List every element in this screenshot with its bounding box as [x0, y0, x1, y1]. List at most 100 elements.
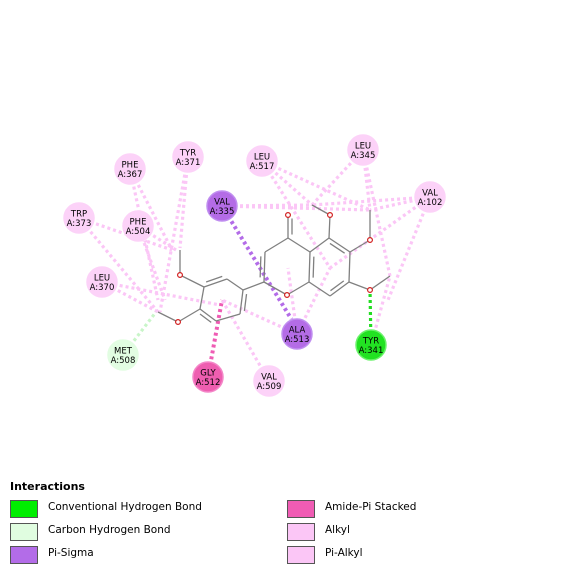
residue-circle	[347, 134, 379, 166]
interaction-diagram: PHEA:367TYRA:371LEUA:517LEUA:345VALA:102…	[62, 133, 447, 398]
ligand-bond	[179, 274, 205, 288]
legend-label: Pi-Alkyl	[325, 547, 363, 559]
residue-circle	[355, 329, 387, 361]
residue-name: MET	[114, 347, 133, 357]
interaction-line-leu370	[101, 280, 221, 307]
residue-name: TYR	[179, 149, 196, 159]
residue-number: A:370	[90, 283, 115, 293]
residue-circle	[122, 210, 154, 242]
interaction-line-val102	[369, 195, 431, 212]
residue-circle	[107, 339, 139, 371]
ligand-double-bond	[199, 313, 212, 323]
interaction-line-val509	[220, 299, 271, 382]
residue-number: A:517	[250, 162, 275, 172]
ligand-bond	[264, 237, 289, 253]
ligand-bond	[329, 281, 350, 297]
ligand-bond	[177, 308, 201, 323]
residue-name: PHE	[122, 161, 139, 171]
legend-label: Alkyl	[325, 524, 350, 536]
ligand-bond	[199, 308, 217, 322]
residue-number: A:102	[418, 198, 443, 208]
interaction-line-val102	[311, 195, 431, 207]
oxygen-atom	[327, 212, 334, 219]
oxygen-atom	[175, 319, 182, 326]
residue-circle	[114, 153, 146, 185]
legend-swatch	[10, 546, 38, 564]
residue-name: PHE	[130, 218, 147, 228]
ligand-bond	[328, 237, 351, 253]
legend-title: Interactions	[10, 480, 85, 493]
ligand-bond	[239, 289, 244, 315]
interaction-line-val335	[221, 204, 371, 212]
residue-name: VAL	[214, 198, 230, 208]
legend-swatch	[287, 546, 315, 564]
residue-number: A:373	[67, 219, 92, 229]
ligand-double-bond	[243, 294, 248, 311]
interaction-line-ala513	[286, 267, 299, 335]
residue-number: A:345	[351, 151, 376, 161]
ligand-bond	[309, 237, 330, 253]
ligand-bond	[157, 311, 179, 323]
interaction-line-val102	[329, 195, 431, 270]
residue-circle	[206, 190, 238, 222]
ligand-double-bond	[329, 242, 345, 254]
interaction-line-leu345	[361, 149, 392, 277]
ligand-bond	[215, 313, 241, 322]
legend-label: Carbon Hydrogen Bond	[48, 524, 171, 536]
oxygen-atom	[285, 212, 292, 219]
ligand-bond	[263, 251, 266, 283]
residue-circle	[192, 361, 224, 393]
legend-label: Pi-Sigma	[48, 547, 94, 559]
residue-name: ALA	[289, 326, 306, 336]
residue-nodes: PHEA:367TYRA:371LEUA:517LEUA:345VALA:102…	[62, 133, 447, 398]
legend-swatch	[287, 523, 315, 541]
residue-name: GLY	[200, 369, 216, 379]
interaction-line-trp373	[77, 216, 160, 314]
ligand-double-bond	[205, 275, 223, 283]
ligand-double-bond	[330, 280, 345, 292]
ligand-double-bond	[312, 256, 315, 278]
ligand-bond	[348, 281, 371, 291]
residue-circle	[172, 141, 204, 173]
residue-number: A:508	[111, 356, 136, 366]
residue-name: VAL	[261, 373, 277, 383]
interaction-line-val102	[386, 196, 432, 301]
ligand-structure	[157, 204, 391, 326]
legend-swatch	[287, 500, 315, 518]
ligand-bond	[199, 286, 205, 310]
residue-name: LEU	[355, 142, 371, 152]
residue-number: A:504	[126, 227, 151, 237]
ligand-bond	[311, 204, 331, 216]
interaction-line-leu517	[260, 159, 314, 207]
ligand-bond	[328, 214, 331, 239]
residue-circle	[63, 202, 95, 234]
residue-number: A:341	[359, 346, 384, 356]
interaction-line-tyr371	[158, 156, 190, 313]
interaction-line-val335	[220, 204, 297, 327]
residue-circle	[414, 181, 446, 213]
residue-name: TYR	[362, 337, 379, 347]
ligand-bond	[349, 239, 371, 253]
oxygen-atom	[367, 237, 374, 244]
residue-name: LEU	[94, 274, 110, 284]
residue-number: A:513	[285, 335, 310, 345]
oxygen-atom	[284, 292, 291, 299]
residue-number: A:371	[176, 158, 201, 168]
ligand-bond	[287, 237, 311, 253]
residue-name: VAL	[422, 189, 438, 199]
